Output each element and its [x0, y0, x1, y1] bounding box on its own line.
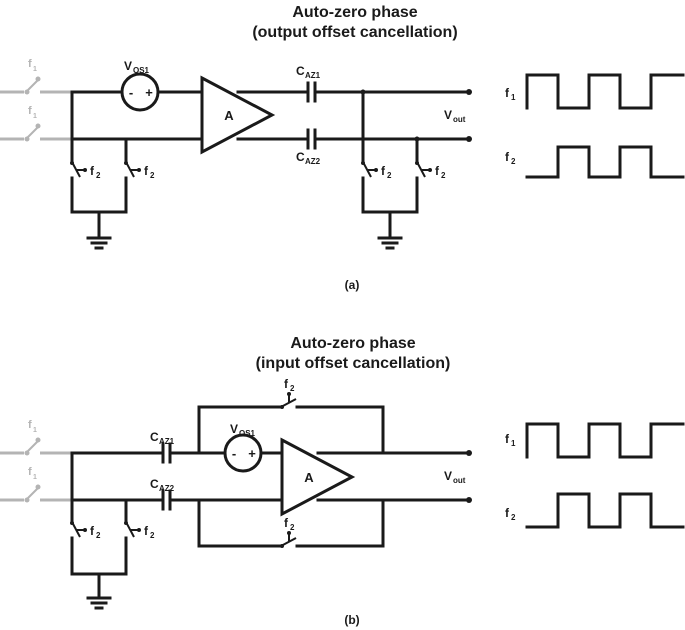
- panel-b-feedback-bottom-sub: 2: [290, 523, 295, 532]
- panel-a-left-f2a-label: f: [90, 164, 95, 178]
- panel-b-vout-sub: out: [453, 476, 466, 485]
- panel-b-left-f2b-sub: 2: [150, 531, 155, 540]
- panel-b-feedback-top-sub: 2: [290, 384, 295, 393]
- panel-b-input-switch-top: f 1: [0, 419, 72, 456]
- panel-a-vos-plus: +: [145, 85, 153, 100]
- panel-b-caption: (b): [344, 613, 359, 627]
- panel-b-input-switch-top-label: f: [28, 419, 32, 431]
- panel-a-right-f2a-label: f: [381, 164, 386, 178]
- panel-b-vos-minus: -: [232, 446, 236, 461]
- panel-a-left-f2b-label: f: [144, 164, 149, 178]
- panel-b-vos-label: V: [230, 422, 238, 436]
- panel-b-input-switch-bottom: f 1: [0, 466, 72, 503]
- panel-a-title-line2: (output offset cancellation): [252, 24, 457, 41]
- panel-b-clock-f2: f 2: [505, 492, 685, 529]
- panel-b-clock2-sub: 2: [511, 513, 516, 522]
- panel-b-feedback-top-label: f: [284, 377, 289, 391]
- panel-b-clock1-label: f: [505, 432, 510, 446]
- panel-b-terminal-top: [466, 450, 472, 456]
- panel-b-clock2-label: f: [505, 506, 510, 520]
- panel-a-left-f2b-sub: 2: [150, 171, 155, 180]
- panel-a-cap-az1: C AZ1: [296, 64, 321, 103]
- panel-b-title-line1: Auto-zero phase: [290, 335, 415, 352]
- panel-a-input-switch-top-label: f: [28, 58, 32, 70]
- panel-b-amplifier: A: [280, 437, 356, 517]
- panel-a-left-f2-network: f 2 f 2: [70, 90, 155, 250]
- panel-a-vos-sub: OS1: [133, 66, 150, 75]
- panel-a-terminal-top: [466, 89, 472, 95]
- panel-b-cap-az1: C AZ1: [150, 430, 175, 464]
- panel-a-input-switch-bottom-label: f: [28, 105, 32, 117]
- panel-b-amp-label: A: [304, 470, 314, 485]
- panel-a-caption: (a): [345, 278, 360, 292]
- panel-b: Auto-zero phase (input offset cancellati…: [0, 335, 685, 627]
- panel-b-input-switch-top-sub: 1: [33, 427, 37, 434]
- panel-b-vos-plus: +: [248, 446, 256, 461]
- panel-a-input-switch-bottom: f 1: [0, 105, 72, 142]
- panel-b-input-switch-bottom-sub: 1: [33, 474, 37, 481]
- panel-a-vos-label: V: [124, 59, 132, 73]
- panel-b-vout-label: V: [444, 469, 452, 483]
- panel-b-vos-sub: OS1: [239, 429, 256, 438]
- panel-a-vout-sub: out: [453, 115, 466, 124]
- panel-a-terminal-bottom: [466, 136, 472, 142]
- panel-a-clock2-label: f: [505, 150, 510, 164]
- panel-b-left-f2a-sub: 2: [96, 531, 101, 540]
- panel-b-left-f2b-label: f: [144, 524, 149, 538]
- panel-a-amplifier: A: [200, 75, 276, 155]
- panel-a-left-f2a-sub: 2: [96, 171, 101, 180]
- panel-a-amp-label: A: [224, 108, 234, 123]
- panel-a-clock-f2: f 2: [505, 145, 685, 179]
- panel-b-left-f2-network: f 2 f 2: [70, 451, 155, 610]
- panel-b-feedback-bottom: f 2: [197, 498, 385, 548]
- panel-b-terminal-bottom: [466, 497, 472, 503]
- panel-a-input-switch-top-sub: 1: [33, 66, 37, 73]
- panel-a-clock2-sub: 2: [511, 157, 516, 166]
- panel-a-cap2-sub: AZ2: [305, 157, 321, 166]
- panel-b-cap2-label: C: [150, 477, 159, 491]
- panel-b-feedback-bottom-label: f: [284, 516, 289, 530]
- panel-a-cap2-label: C: [296, 150, 305, 164]
- panel-b-feedback-top: f 2: [197, 377, 385, 455]
- panel-a-clock-f1: f 1: [505, 73, 685, 110]
- panel-b-title-line2: (input offset cancellation): [256, 355, 451, 372]
- panel-b-cap1-sub: AZ1: [159, 437, 175, 446]
- panel-a-right-f2b-sub: 2: [441, 171, 446, 180]
- panel-a-vos-source: - + V OS1: [120, 59, 160, 112]
- panel-b-cap-az2: C AZ2: [150, 477, 175, 511]
- panel-a-cap1-sub: AZ1: [305, 71, 321, 80]
- panel-b-left-f2a-label: f: [90, 524, 95, 538]
- panel-a-input-switch-top: f 1: [0, 58, 72, 95]
- panel-a-right-f2a-sub: 2: [387, 171, 392, 180]
- panel-a-cap1-label: C: [296, 64, 305, 78]
- panel-b-clock1-sub: 1: [511, 439, 516, 448]
- panel-a-right-f2b-label: f: [435, 164, 440, 178]
- panel-b-cap2-sub: AZ2: [159, 484, 175, 493]
- panel-b-input-switch-bottom-label: f: [28, 466, 32, 478]
- panel-a-clock1-label: f: [505, 86, 510, 100]
- panel-a-cap-az2: C AZ2: [296, 128, 321, 166]
- panel-a-clock1-sub: 1: [511, 93, 516, 102]
- panel-a-title-line1: Auto-zero phase: [292, 4, 417, 21]
- panel-b-vos-source: - + V OS1: [223, 422, 263, 473]
- panel-a-input-switch-bottom-sub: 1: [33, 113, 37, 120]
- panel-a-right-f2-network: f 2 f 2: [360, 89, 446, 250]
- panel-a-vos-minus: -: [129, 85, 133, 100]
- panel-b-cap1-label: C: [150, 430, 159, 444]
- panel-a: Auto-zero phase (output offset cancellat…: [0, 4, 685, 292]
- panel-a-vout-label: V: [444, 108, 452, 122]
- panel-b-clock-f1: f 1: [505, 422, 685, 459]
